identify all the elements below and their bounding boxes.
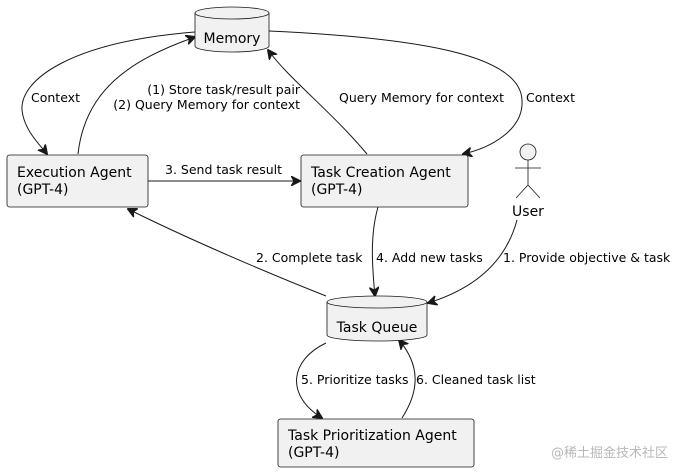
memory-label: Memory: [204, 31, 261, 47]
execution-agent-node: Execution Agent (GPT-4): [6, 154, 149, 208]
watermark-text: @稀土掘金技术社区: [551, 445, 668, 461]
label-execution-to-memory-2: (2) Query Memory for context: [113, 97, 300, 112]
edge-creation-to-memory: [268, 50, 368, 155]
user-label: User: [512, 204, 544, 220]
edge-memory-to-execution: [21, 31, 196, 154]
edge-creation-to-queue: [372, 206, 378, 296]
user-head-icon: [519, 143, 537, 161]
edge-queue-to-prioritization: [296, 342, 327, 418]
label-user-to-queue: 1. Provide objective & task: [503, 250, 671, 265]
execution-agent-model: (GPT-4): [17, 182, 68, 198]
edge-memory-to-creation: [268, 30, 523, 154]
label-execution-to-memory-1: (1) Store task/result pair: [147, 82, 301, 97]
label-prioritization-to-queue: 6. Cleaned task list: [416, 372, 536, 387]
user-actor: User: [512, 143, 544, 220]
task-queue-node: Task Queue: [326, 295, 428, 342]
edge-queue-to-execution: [128, 209, 327, 297]
edge-user-to-queue: [428, 219, 518, 303]
label-memory-to-execution: Context: [31, 90, 80, 105]
execution-agent-title: Execution Agent: [17, 165, 132, 181]
edge-prioritization-to-queue: [399, 340, 416, 419]
label-queue-to-execution: 2. Complete task: [256, 250, 363, 265]
task-prioritization-agent-title: Task Prioritization Agent: [287, 428, 457, 444]
edge-execution-to-memory: [77, 37, 195, 155]
label-creation-to-memory: Query Memory for context: [339, 90, 504, 105]
memory-node: Memory: [194, 6, 270, 53]
task-queue-label: Task Queue: [336, 320, 418, 336]
label-execution-to-creation: 3. Send task result: [165, 162, 282, 177]
task-prioritization-agent-node: Task Prioritization Agent (GPT-4): [277, 418, 475, 468]
task-creation-agent-title: Task Creation Agent: [310, 165, 451, 181]
task-creation-agent-model: (GPT-4): [311, 182, 362, 198]
label-memory-to-creation: Context: [526, 90, 575, 105]
label-creation-to-queue: 4. Add new tasks: [376, 250, 483, 265]
task-prioritization-agent-model: (GPT-4): [288, 445, 339, 461]
task-creation-agent-node: Task Creation Agent (GPT-4): [300, 154, 469, 208]
label-queue-to-prioritization: 5. Prioritize tasks: [301, 372, 409, 387]
